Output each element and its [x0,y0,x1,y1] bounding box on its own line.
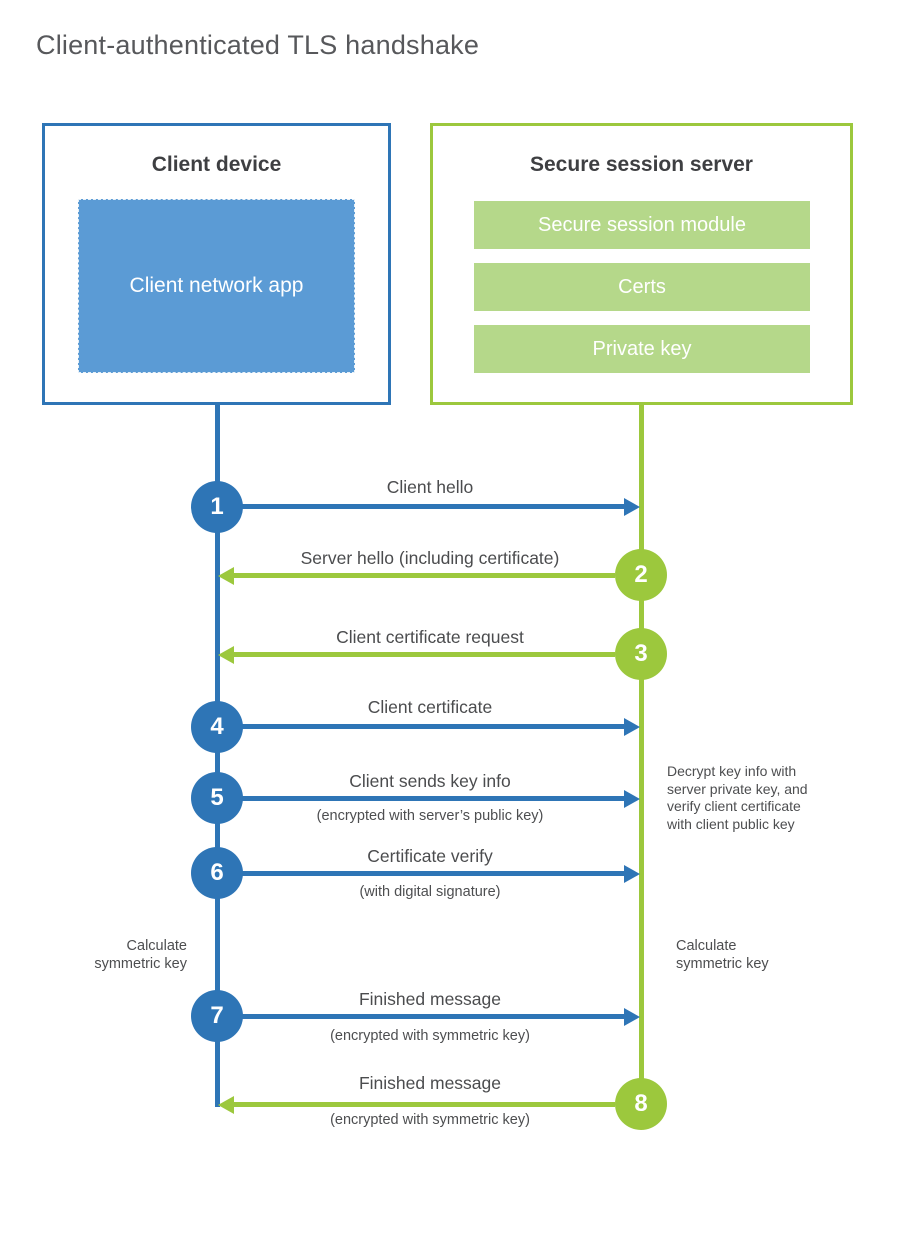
arrow-head-left-icon [218,646,234,664]
message-arrow [240,724,624,729]
step-number: 3 [634,640,648,667]
message-label: Client sends key info [349,771,511,791]
message-label: Finished message [358,1073,502,1093]
step-circle: 8 [615,1078,667,1130]
arrow-head-left-icon [218,1096,234,1114]
note-line: symmetric key [676,956,769,972]
message-label: Client certificate [367,697,493,717]
message-arrow [240,796,624,801]
message-arrow [234,1102,615,1107]
arrow-head-left-icon [218,567,234,585]
step-number: 5 [210,784,224,811]
arrow-head-right-icon [624,790,640,808]
step-number: 2 [634,561,648,588]
message-sublabel: (encrypted with server’s public key) [316,808,544,824]
message-arrow [240,871,624,876]
decrypt-note: Decrypt key info with server private key… [667,763,842,833]
server-lifeline [639,405,644,1106]
client-network-app-label: Client network app [129,274,304,297]
step-circle: 4 [191,701,243,753]
client-device-title: Client device [151,153,282,176]
step-circle: 5 [191,772,243,824]
module-label: Private key [592,337,692,360]
secure-session-server-title: Secure session server [530,153,753,176]
arrow-head-right-icon [624,1008,640,1026]
step-number: 6 [210,859,224,886]
message-arrow [234,573,615,578]
module-label: Secure session module [538,213,746,236]
step-number: 1 [210,493,224,520]
message-arrow [240,1014,624,1019]
calculate-symmetric-key-note-left: Calculate symmetric key [67,937,187,973]
step-circle: 1 [191,481,243,533]
message-label: Certificate verify [367,846,493,866]
server-module-bar: Certs [474,263,810,311]
note-line: symmetric key [94,956,187,972]
arrow-head-right-icon [624,718,640,736]
step-number: 8 [634,1090,648,1117]
message-label: Client hello [386,477,474,497]
message-sublabel: (encrypted with symmetric key) [330,1028,530,1044]
step-circle: 7 [191,990,243,1042]
note-line: verify client certificate [667,798,801,814]
message-sublabel: (encrypted with symmetric key) [330,1112,530,1128]
note-line: Calculate [676,938,737,954]
note-line: server private key, and [667,780,808,797]
step-circle: 3 [615,628,667,680]
step-number: 7 [210,1002,224,1029]
arrow-head-right-icon [624,498,640,516]
message-label: Client certificate request [336,627,524,647]
client-network-app-box: Client network app [78,199,355,373]
calculate-symmetric-key-note-right: Calculate symmetric key [676,937,796,973]
note-line: with client public key [667,815,795,832]
message-label: Server hello (including certificate) [300,548,560,568]
server-module-bar: Private key [474,325,810,373]
client-lifeline [215,405,220,1107]
note-line: Calculate [126,938,187,954]
module-label: Certs [618,275,666,298]
message-sublabel: (with digital signature) [359,884,501,900]
step-number: 4 [210,713,224,740]
step-circle: 6 [191,847,243,899]
note-line: Decrypt key info with [667,763,797,779]
message-arrow [240,504,624,509]
step-circle: 2 [615,549,667,601]
message-arrow [234,652,615,657]
page-title: Client-authenticated TLS handshake [36,30,480,60]
server-module-bar: Secure session module [474,201,810,249]
arrow-head-right-icon [624,865,640,883]
message-label: Finished message [358,989,502,1009]
